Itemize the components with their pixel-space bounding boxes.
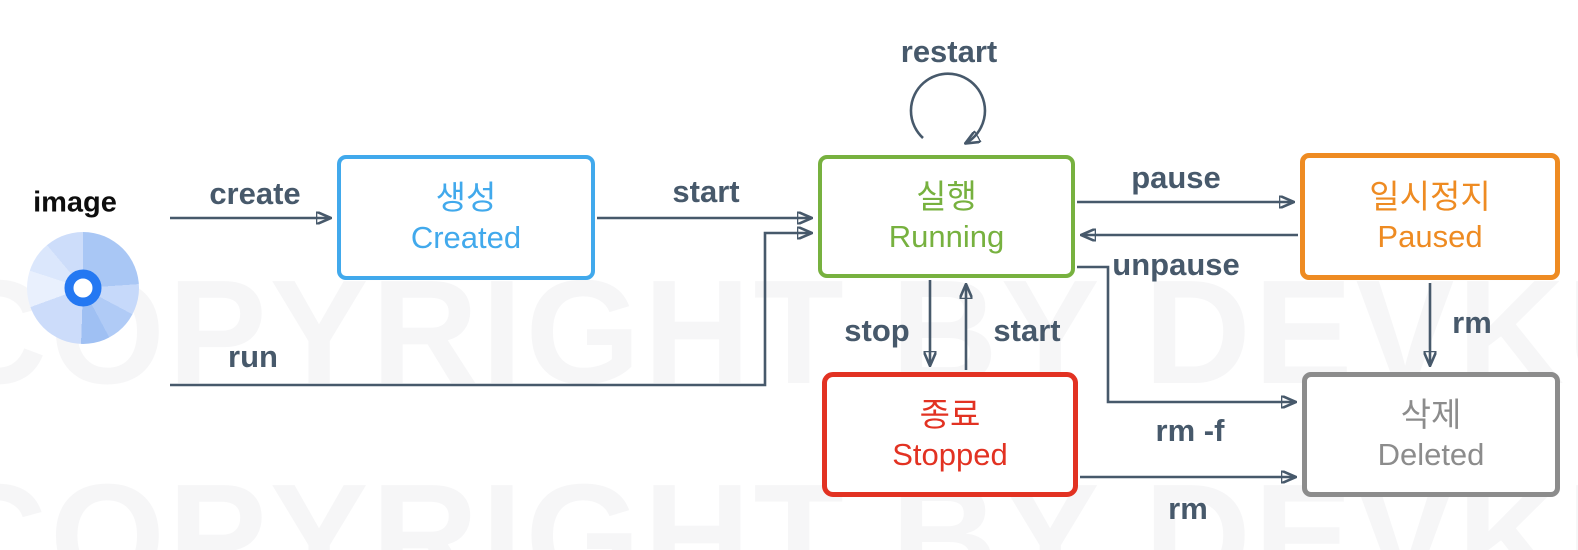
- state-label-ko: 종료: [919, 396, 981, 434]
- state-label-ko: 실행: [916, 178, 977, 216]
- edge-restart-loop-arrow: [909, 72, 987, 143]
- edge-label-pause: pause: [1131, 160, 1221, 195]
- edge-label-rm-from-paused: rm: [1452, 305, 1492, 340]
- state-box-created: 생성 Created: [337, 155, 595, 280]
- state-label-ko: 일시정지: [1369, 178, 1491, 216]
- state-box-paused: 일시정지 Paused: [1300, 153, 1560, 280]
- edge-label-restart: restart: [900, 34, 998, 69]
- disc-icon: [27, 232, 139, 344]
- state-box-running: 실행 Running: [818, 155, 1075, 278]
- state-label-ko: 생성: [435, 179, 497, 217]
- state-box-deleted: 삭제 Deleted: [1302, 372, 1560, 497]
- state-box-stopped: 종료 Stopped: [822, 372, 1078, 497]
- state-label-en: Deleted: [1377, 436, 1485, 472]
- edge-label-stop: stop: [844, 313, 910, 348]
- state-label-en: Created: [410, 219, 522, 255]
- image-source-label: image: [33, 186, 117, 219]
- edge-rm-force-arrow: [1077, 265, 1295, 402]
- edge-label-rm-from-stopped: rm: [1168, 491, 1208, 526]
- state-label-en: Paused: [1377, 218, 1483, 254]
- state-label-en: Running: [888, 218, 1005, 254]
- edge-label-create: create: [209, 176, 301, 211]
- edge-label-run: run: [228, 339, 278, 374]
- edge-label-start-from-created: start: [672, 174, 740, 209]
- state-label-en: Stopped: [892, 436, 1008, 472]
- edge-run-arrow: [170, 233, 811, 387]
- disc-hub-icon: [64, 269, 102, 307]
- state-label-ko: 삭제: [1400, 396, 1462, 434]
- edge-label-rm-force: rm -f: [1155, 413, 1225, 448]
- edge-label-unpause: unpause: [1112, 247, 1240, 282]
- edge-label-start-from-stopped: start: [993, 313, 1061, 348]
